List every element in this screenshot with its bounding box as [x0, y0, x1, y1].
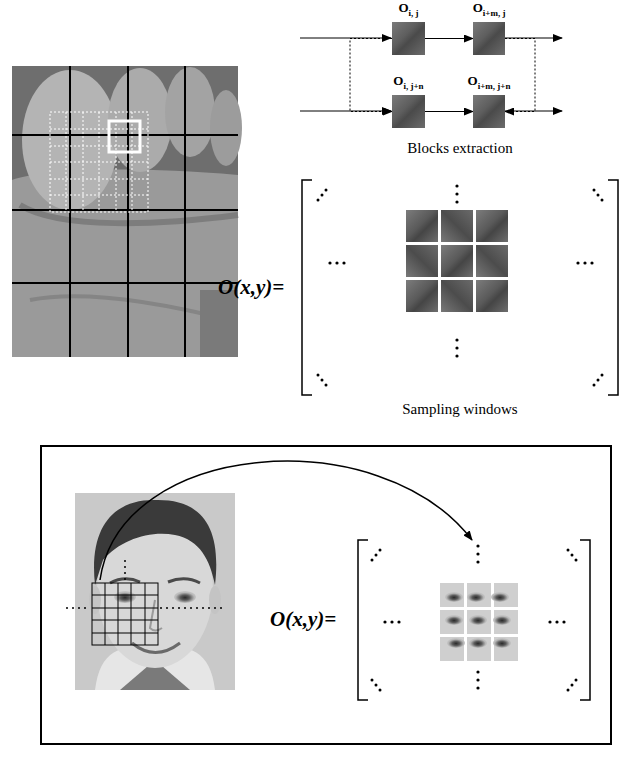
block-symbol: O [473, 0, 483, 15]
connector-arrow [350, 39, 392, 112]
block-symbol: O [393, 73, 403, 88]
eye-matrix [358, 540, 590, 700]
matrix-equation: O(x,y)= [218, 275, 284, 300]
flow-arrows [300, 38, 562, 111]
block-heading: Oi, j [398, 0, 418, 21]
connector-arrow [505, 39, 535, 112]
block-heading: Oi, j+n [393, 73, 423, 94]
sampling-matrix [302, 180, 618, 395]
figure-frame: O(x,y)= [40, 445, 612, 745]
image-block: Oi, j+n [392, 95, 425, 128]
caption-label: Blocks extraction [407, 140, 512, 157]
block-symbol: O [398, 0, 408, 15]
block-heading: Oi+m, j+n [468, 73, 511, 94]
connector-arrow [425, 111, 473, 112]
curved-pointer [100, 461, 472, 580]
image-block: Oi+m, j [473, 22, 505, 55]
image-block: Oi, j [392, 22, 425, 55]
block-index: i+m, j+n [478, 81, 511, 91]
connector-arrow [425, 38, 473, 39]
image-block: Oi+m, j+n [473, 95, 505, 128]
caption-label: Sampling windows [402, 401, 517, 418]
foot-image [12, 66, 242, 357]
block-index: i, j [409, 8, 419, 18]
block-symbol: O [468, 73, 478, 88]
face-photo [66, 493, 235, 690]
matrix-equation: O(x,y)= [270, 607, 336, 632]
block-index: i+m, j [483, 8, 506, 18]
block-heading: Oi+m, j [473, 0, 506, 21]
block-index: i, j+n [403, 81, 423, 91]
